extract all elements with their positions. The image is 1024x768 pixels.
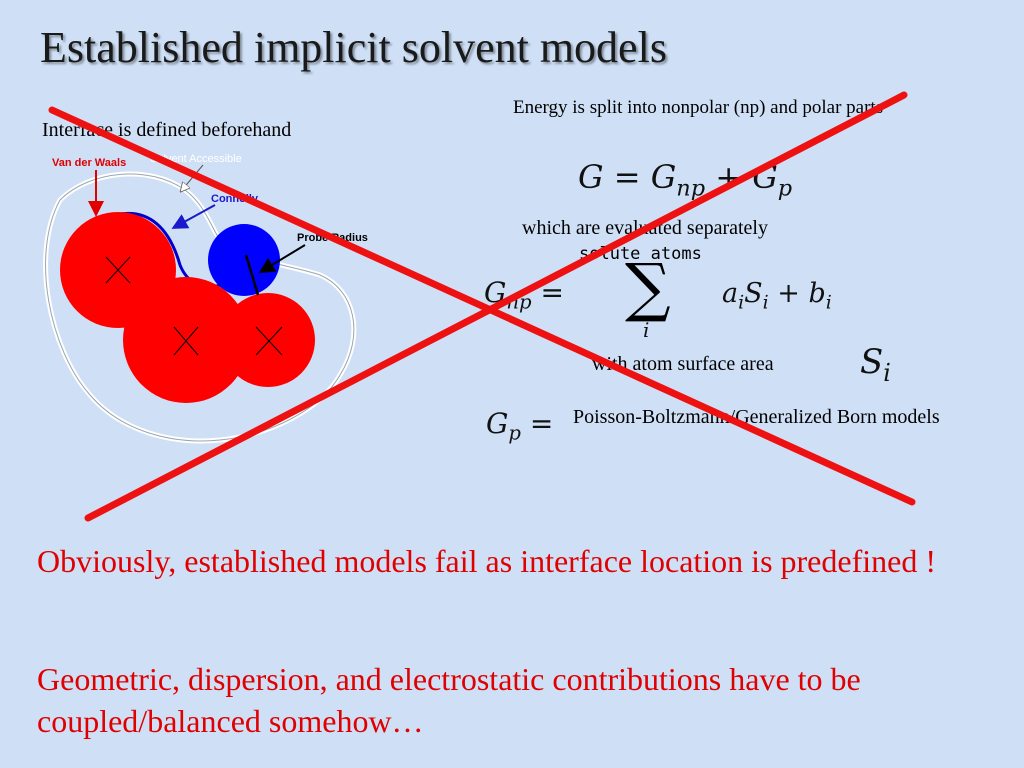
conclusion-coupling: Geometric, dispersion, and electrostatic…	[37, 661, 861, 739]
surface-area-symbol: Si	[860, 342, 891, 387]
equation-total-energy: G = Gnp + Gp	[578, 158, 793, 202]
poisson-boltzmann-text: Poisson-Boltzmann/Generalized Born model…	[573, 406, 940, 428]
evaluated-separately-text: which are evaluated separately	[522, 217, 768, 239]
surface-area-text: with atom surface area	[592, 353, 774, 375]
equation-nonpolar-lhs: Gnp =	[484, 276, 564, 314]
label-probe-radius: Probe Radius	[297, 232, 368, 244]
summation-symbol: ∑	[625, 251, 671, 325]
slide-title: Established implicit solvent models	[40, 23, 667, 72]
label-van-der-waals: Van der Waals	[52, 157, 127, 169]
molecule-diagram	[43, 164, 357, 444]
equation-nonpolar-rhs: aiSi + bi	[722, 278, 832, 314]
conclusion-interface: Obviously, established models fail as in…	[37, 543, 936, 579]
equation-polar-lhs: Gp =	[486, 407, 554, 445]
energy-split-text: Energy is split into nonpolar (np) and p…	[513, 97, 884, 118]
interface-caption: Interface is defined beforehand	[42, 119, 292, 141]
summation-index: i	[643, 318, 650, 342]
label-solvent-accessible: Solvent Accessible	[150, 153, 242, 165]
label-connolly: Connolly	[211, 193, 259, 205]
